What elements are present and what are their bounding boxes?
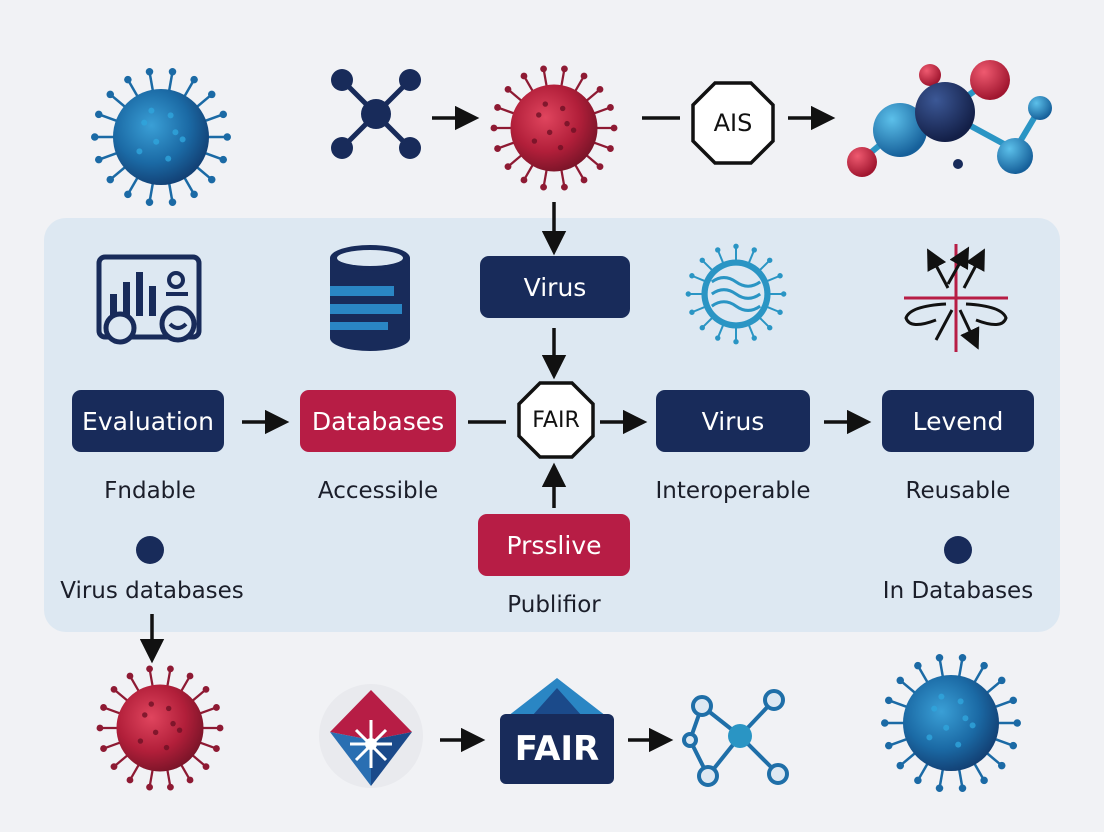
octagon-icon: [517, 381, 595, 459]
publifior-caption: Publifior: [507, 592, 601, 618]
prsslive-box: Prsslive: [478, 514, 630, 576]
virus-icon: [91, 68, 231, 206]
ais-label: AIS: [713, 109, 753, 137]
octagon-icon: [691, 81, 775, 165]
arrow-right-icon: [242, 409, 290, 435]
arrow-right-icon: [628, 727, 674, 753]
bullet-dot: [944, 536, 972, 564]
evaluation-box: Evaluation: [72, 390, 224, 452]
virus-box: Virus: [480, 256, 630, 318]
reusable-caption: Reusable: [905, 478, 1011, 504]
arrow-down-icon: [541, 328, 567, 380]
cell-icon: [685, 243, 787, 345]
virus-databases-note: Virus databases: [60, 578, 244, 604]
molecule-icon: [847, 60, 1052, 177]
in-databases-note: In Databases: [882, 578, 1034, 604]
arrow-up-icon: [541, 462, 567, 508]
fair-badge-icon: [500, 678, 614, 784]
arrow-right-icon: [788, 105, 836, 131]
fair-octagon: FAIR: [516, 380, 596, 460]
dash-connector-icon: [642, 116, 680, 120]
dash-connector-icon: [468, 420, 506, 424]
fair-label: FAIR: [532, 407, 580, 433]
dashboard-icon: [96, 254, 202, 345]
levend-box: Levend: [882, 390, 1034, 452]
database-icon: [330, 245, 410, 351]
network-icon: [331, 69, 421, 159]
fair-badge-label: FAIR: [514, 729, 600, 769]
diamond-logo-icon: [319, 684, 423, 788]
network-graph-icon: [682, 689, 789, 787]
fair-badge: FAIR: [496, 674, 618, 788]
virus-icon: [881, 654, 1021, 792]
bullet-dot: [136, 536, 164, 564]
arrow-down-icon: [139, 614, 165, 664]
accessible-caption: Accessible: [317, 478, 439, 504]
ais-octagon: AIS: [690, 80, 776, 166]
arrow-right-icon: [432, 105, 480, 131]
findable-caption: Fndable: [104, 478, 196, 504]
virus-icon: [96, 665, 224, 791]
databases-box: Databases: [300, 390, 456, 452]
virus-flow-box: Virus: [656, 390, 810, 452]
arrow-right-icon: [824, 409, 872, 435]
arrow-down-icon: [541, 202, 567, 256]
arrow-right-icon: [600, 409, 648, 435]
arrow-right-icon: [440, 727, 486, 753]
virus-icon: [490, 65, 618, 191]
arrows-cross-icon: [904, 244, 1008, 352]
interoperable-caption: Interoperable: [655, 478, 811, 504]
